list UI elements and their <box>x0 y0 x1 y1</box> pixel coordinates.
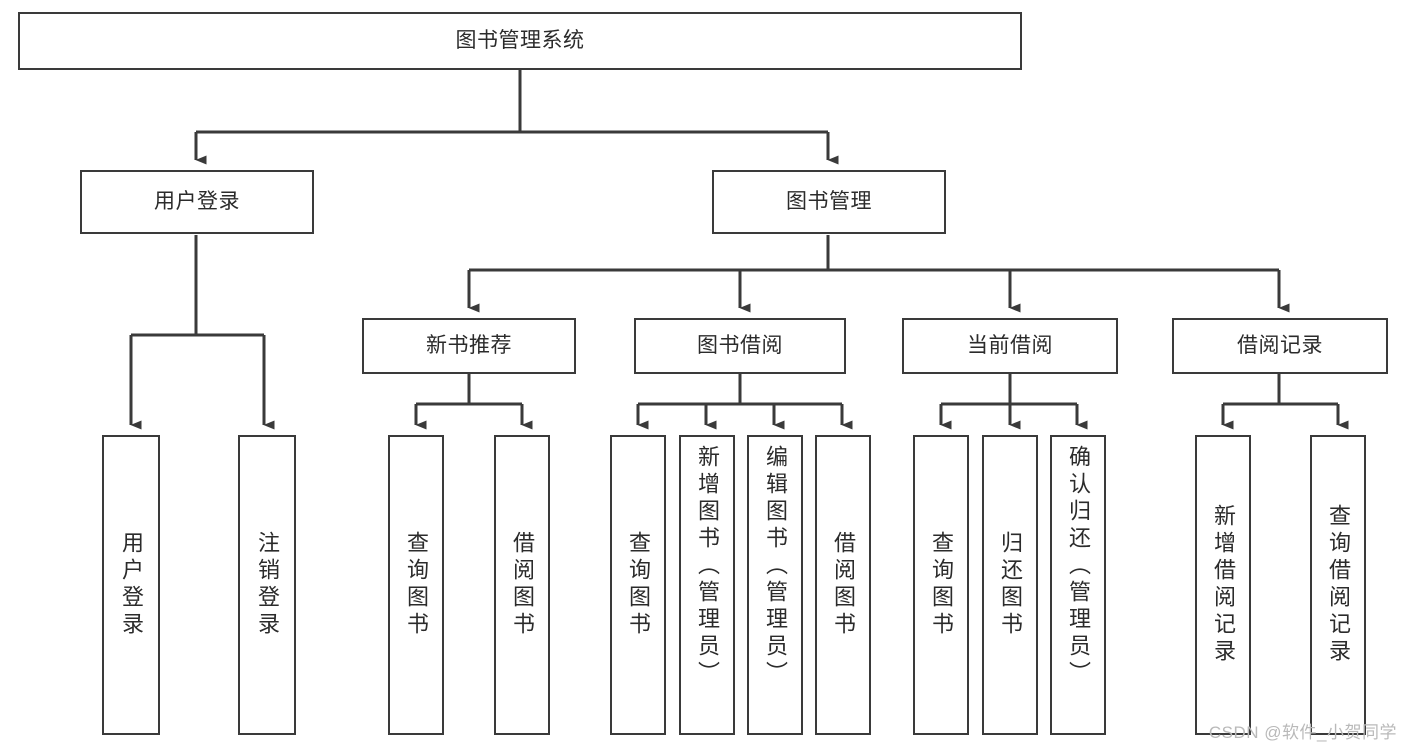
node-new-book-recommend[interactable]: 新书推荐 <box>362 318 576 374</box>
node-borrow-record[interactable]: 借阅记录 <box>1172 318 1388 374</box>
node-label: 编辑图书（管理员） <box>763 445 788 688</box>
node-book-borrow[interactable]: 图书借阅 <box>634 318 846 374</box>
leaf-confirm-return-admin[interactable]: 确认归还（管理员） <box>1050 435 1106 735</box>
node-label: 用户登录 <box>154 190 240 214</box>
node-user-login[interactable]: 用户登录 <box>80 170 314 234</box>
leaf-add-borrow-record[interactable]: 新增借阅记录 <box>1195 435 1251 735</box>
node-label: 借阅图书 <box>831 531 856 639</box>
leaf-query-borrow-record[interactable]: 查询借阅记录 <box>1310 435 1366 735</box>
node-label: 借阅记录 <box>1237 334 1323 358</box>
node-label: 新书推荐 <box>426 334 512 358</box>
leaf-user-login[interactable]: 用户登录 <box>102 435 160 735</box>
node-label: 查询图书 <box>929 531 954 639</box>
node-label: 查询借阅记录 <box>1326 504 1351 666</box>
watermark-text: CSDN @软件_小贺同学 <box>1208 723 1397 742</box>
node-current-borrow[interactable]: 当前借阅 <box>902 318 1118 374</box>
node-label: 借阅图书 <box>510 531 535 639</box>
leaf-query-book-recommend[interactable]: 查询图书 <box>388 435 444 735</box>
node-root-book-management-system[interactable]: 图书管理系统 <box>18 12 1022 70</box>
node-label: 新增图书（管理员） <box>695 445 720 688</box>
node-label: 图书借阅 <box>697 334 783 358</box>
leaf-query-book-borrow[interactable]: 查询图书 <box>610 435 666 735</box>
node-book-management[interactable]: 图书管理 <box>712 170 946 234</box>
node-label: 注销登录 <box>255 531 280 639</box>
node-label: 当前借阅 <box>967 334 1053 358</box>
node-label: 图书管理系统 <box>455 29 585 53</box>
leaf-return-book[interactable]: 归还图书 <box>982 435 1038 735</box>
node-label: 查询图书 <box>404 531 429 639</box>
node-label: 图书管理 <box>786 190 872 214</box>
node-label: 新增借阅记录 <box>1211 504 1236 666</box>
leaf-edit-book-admin[interactable]: 编辑图书（管理员） <box>747 435 803 735</box>
leaf-query-book-current[interactable]: 查询图书 <box>913 435 969 735</box>
leaf-logout-login[interactable]: 注销登录 <box>238 435 296 735</box>
node-label: 查询图书 <box>626 531 651 639</box>
node-label: 用户登录 <box>119 531 144 639</box>
node-label: 确认归还（管理员） <box>1066 445 1091 688</box>
node-label: 归还图书 <box>998 531 1023 639</box>
leaf-borrow-book[interactable]: 借阅图书 <box>815 435 871 735</box>
leaf-borrow-book-recommend[interactable]: 借阅图书 <box>494 435 550 735</box>
leaf-add-book-admin[interactable]: 新增图书（管理员） <box>679 435 735 735</box>
